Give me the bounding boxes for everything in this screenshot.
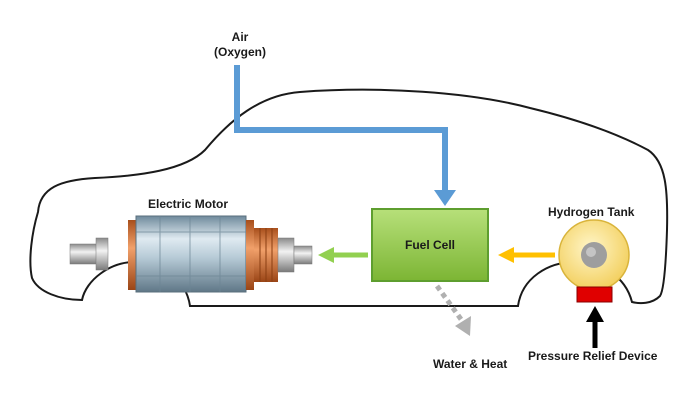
hydrogen-flow-arrow (498, 247, 555, 263)
fuel-cell-label: Fuel Cell (404, 238, 456, 252)
air-label: Air (Oxygen) (214, 30, 266, 60)
air-flow-arrow (234, 65, 456, 206)
electric-motor-icon (69, 215, 313, 293)
water-heat-arrow (434, 284, 471, 336)
air-label-line2: (Oxygen) (213, 45, 267, 59)
pressure-relief-arrow (586, 306, 604, 348)
car-outline (29, 88, 669, 307)
pressure-relief-label: Pressure Relief Device (528, 349, 658, 363)
hydrogen-tank-icon (558, 219, 630, 291)
air-label-line1: Air (231, 30, 249, 44)
pressure-relief-device-icon (576, 286, 613, 303)
electric-motor-label: Electric Motor (148, 197, 229, 211)
hydrogen-tank-label: Hydrogen Tank (548, 205, 635, 219)
fuel-cell-box (371, 208, 489, 282)
power-to-motor-arrow (318, 247, 368, 263)
water-heat-label: Water & Heat (433, 357, 508, 371)
